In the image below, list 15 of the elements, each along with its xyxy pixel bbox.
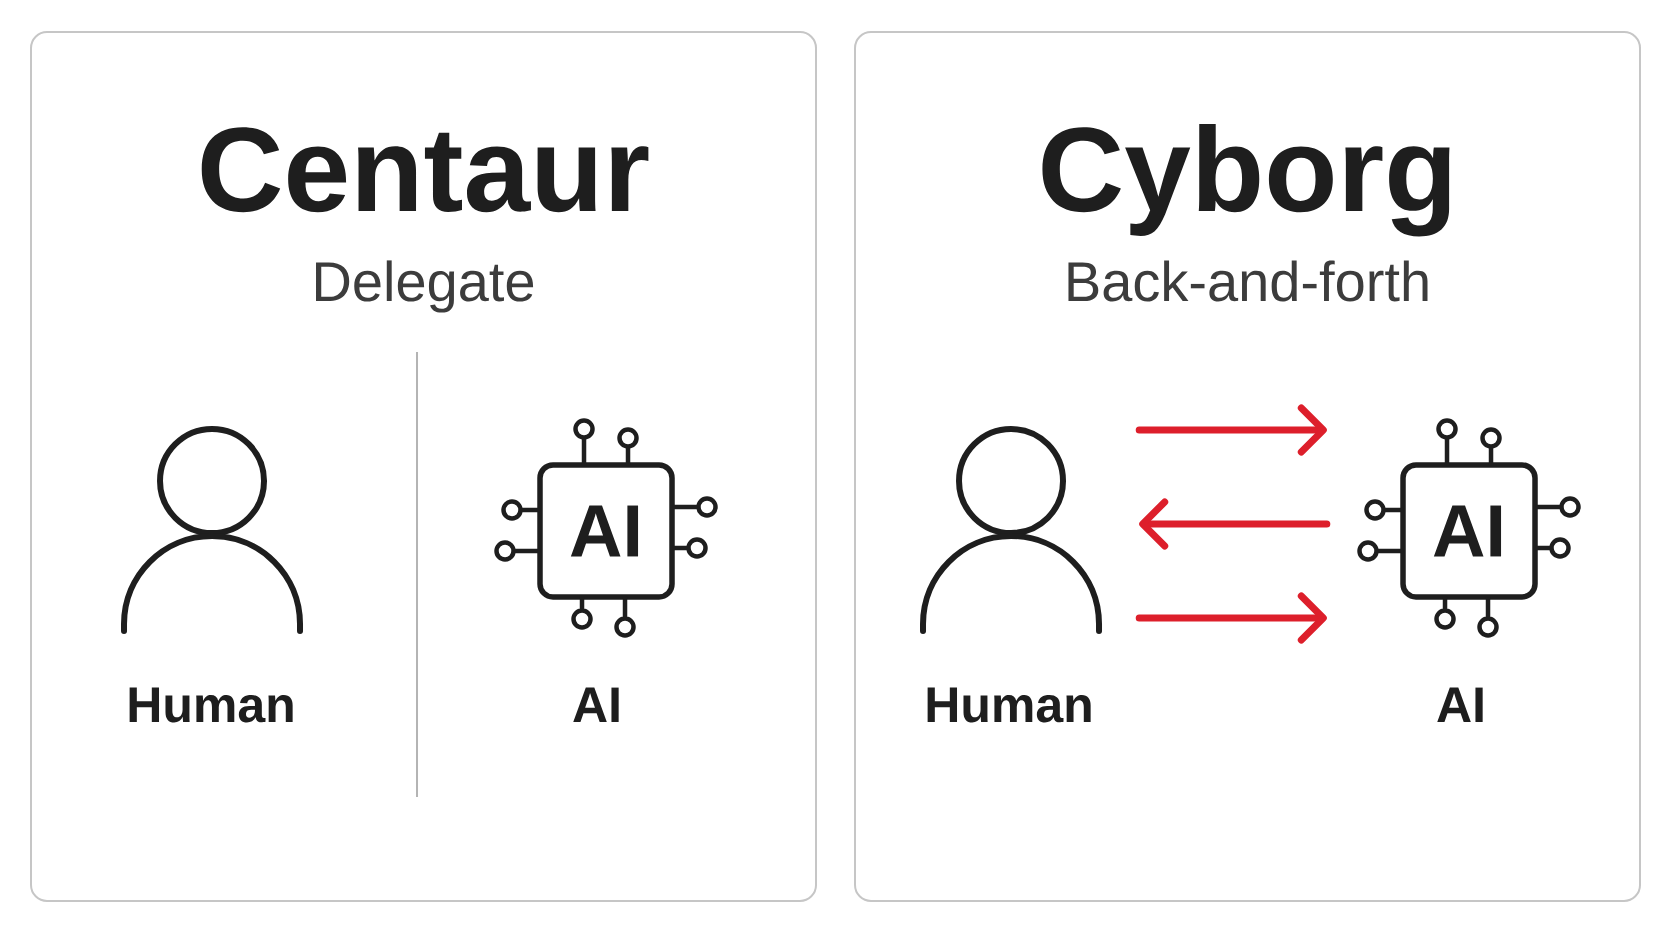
arrow <box>1135 404 1327 456</box>
icon-caption: AI <box>573 687 619 722</box>
panel-subtitle: Back-and-forth <box>1068 260 1428 302</box>
panel-title: Centaur <box>201 127 649 213</box>
icon-caption: Human <box>927 687 1091 723</box>
processor-chip: AI <box>494 418 718 638</box>
processor-chip: AI <box>1357 418 1581 638</box>
arrow <box>1139 498 1331 550</box>
icon-caption: Human <box>129 687 293 723</box>
person-icon <box>121 426 303 634</box>
icon-caption: AI <box>1437 687 1483 722</box>
panel-subtitle: Delegate <box>316 260 534 313</box>
arrow <box>1135 592 1327 644</box>
person-icon <box>920 426 1102 634</box>
panel-title: Cyborg <box>1042 124 1450 237</box>
